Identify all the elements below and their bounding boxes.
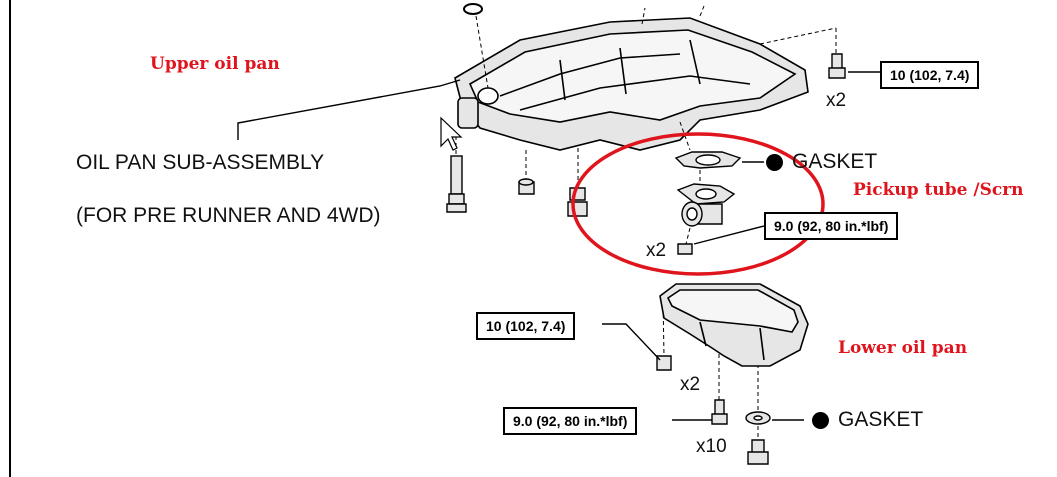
- o-ring-drawing: [463, 3, 483, 15]
- pickup-tube-label: Pickup tube /Scrn: [853, 180, 1024, 200]
- pickup-tube-drawing: [676, 183, 736, 227]
- page-border: [9, 0, 11, 477]
- gasket-callout-drain: GASKET: [812, 408, 923, 432]
- gasket-label-pickup: GASKET: [792, 150, 878, 173]
- cursor-arrow-icon: [440, 116, 463, 151]
- new-part-dot-icon: [812, 411, 829, 429]
- lower-oil-pan-drawing: [659, 283, 809, 367]
- pickup-gasket-drawing: [674, 151, 742, 169]
- torque-box-bottom: 9.0 (92, 80 in.*lbf): [503, 407, 638, 435]
- qty-pickup: x2: [646, 240, 667, 261]
- gasket-callout-pickup: GASKET: [766, 150, 877, 174]
- lower-fasteners: [656, 355, 771, 465]
- pickup-nut: [677, 243, 693, 255]
- highlight-circle: [571, 132, 825, 276]
- qty-bottom: x10: [696, 436, 727, 457]
- assembly-leader-line: [237, 79, 461, 140]
- qty-lower: x2: [680, 374, 701, 395]
- qty-top-right: x2: [826, 90, 847, 111]
- torque-box-pickup: 9.0 (92, 80 in.*lbf): [764, 212, 899, 240]
- assembly-note: (FOR PRE RUNNER AND 4WD): [76, 204, 381, 227]
- lower-left-torque-leader: [602, 323, 661, 361]
- pickup-torque-leader: [693, 225, 765, 245]
- upper-oil-pan-drawing: [454, 17, 809, 151]
- torque-box-top-right: 10 (102, 7.4): [880, 61, 980, 89]
- new-part-dot-icon: [766, 153, 783, 171]
- torque-box-lower-left: 10 (102, 7.4): [476, 312, 576, 340]
- lower-oil-pan-label: Lower oil pan: [838, 338, 968, 358]
- assembly-name: OIL PAN SUB-ASSEMBLY: [76, 151, 325, 174]
- gasket-label-drain: GASKET: [838, 408, 924, 431]
- upper-oil-pan-label: Upper oil pan: [150, 54, 280, 74]
